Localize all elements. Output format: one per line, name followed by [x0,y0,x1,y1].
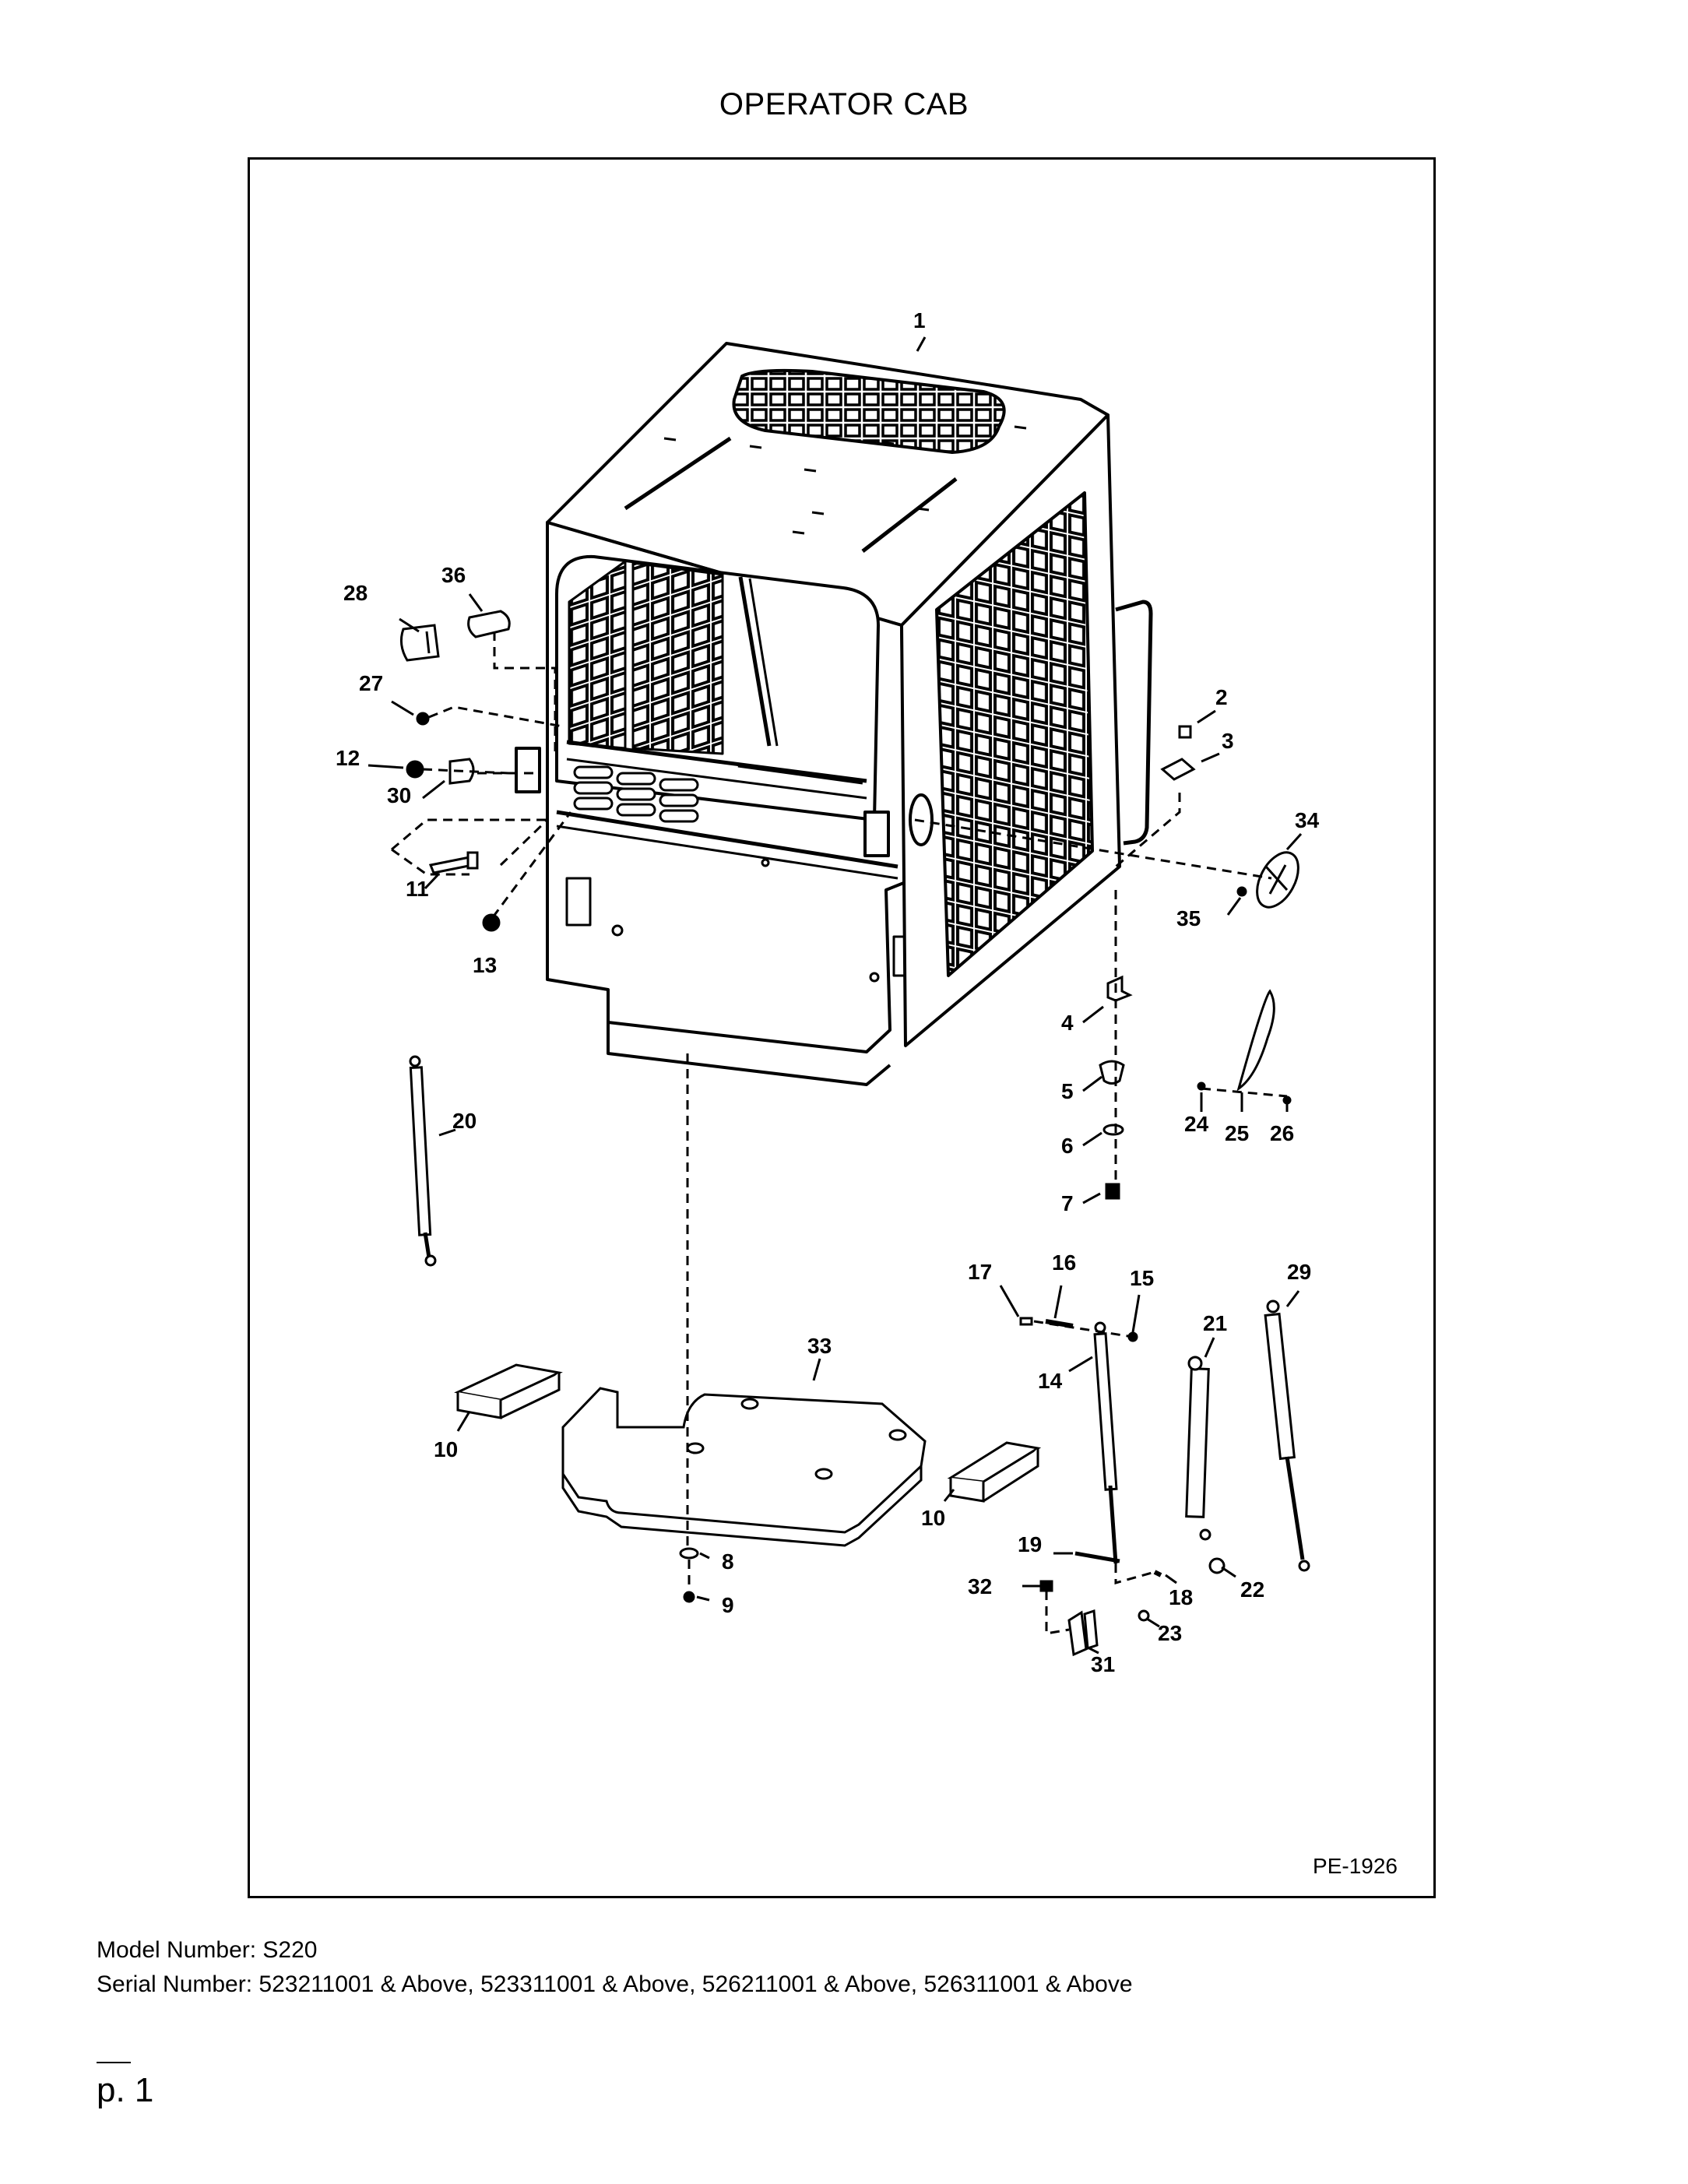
callout-36: 36 [441,563,466,587]
callout-13: 13 [473,953,497,977]
callout-20: 20 [452,1109,477,1133]
callout-23: 23 [1158,1621,1182,1645]
callout-2: 2 [1215,685,1228,709]
callout-30: 30 [387,783,411,807]
callout-26: 26 [1270,1121,1294,1145]
part-16 [1045,1319,1074,1328]
diagram-frame: 1 36 28 27 12 30 11 13 2 3 34 35 4 5 6 7… [248,157,1436,1898]
callout-17: 17 [968,1260,992,1284]
part-14 [1093,1321,1118,1564]
assembly-lines [391,631,1288,1635]
part-5 [1099,1060,1125,1085]
part-6 [1102,1124,1124,1136]
callout-15: 15 [1130,1266,1154,1290]
callout-5: 5 [1061,1079,1074,1103]
callout-9: 9 [722,1593,734,1617]
small-parts [399,610,1310,1657]
callout-3: 3 [1222,729,1234,753]
callout-22: 22 [1240,1577,1264,1602]
part-32 [1039,1580,1053,1592]
part-22 [1208,1557,1226,1574]
part-25 [1236,989,1275,1092]
callout-32: 32 [968,1574,992,1598]
part-28 [399,624,440,662]
part-3 [1160,758,1196,781]
callout-31: 31 [1091,1652,1115,1676]
callout-6: 6 [1061,1134,1074,1158]
part-9 [683,1591,695,1603]
callout-24: 24 [1184,1112,1209,1136]
callout-7: 7 [1061,1191,1074,1215]
part-19 [1074,1551,1120,1563]
serial-number: Serial Number: 523211001 & Above, 523311… [97,1971,1133,1997]
part-17 [1019,1317,1033,1326]
side-screen [935,491,1094,977]
page-title: OPERATOR CAB [719,87,969,121]
drawing-code: PE-1926 [1313,1854,1398,1878]
callout-1: 1 [913,308,926,332]
part-7 [1105,1183,1120,1200]
part-12 [406,760,424,779]
roof-grille [732,368,1006,454]
callout-labels: 1 36 28 27 12 30 11 13 2 3 34 35 4 5 6 7… [336,308,1320,1676]
part-35 [1236,886,1247,897]
callout-28: 28 [343,581,367,605]
model-number: Model Number: S220 [97,1937,318,1963]
part-21 [1185,1356,1211,1541]
callout-10-left: 10 [434,1437,458,1461]
part-11 [428,856,475,874]
callout-34: 34 [1295,808,1320,832]
callout-21: 21 [1203,1311,1227,1335]
part-33 [561,1387,927,1534]
part-26 [1282,1096,1292,1105]
callout-10-right: 10 [921,1506,945,1530]
callout-29: 29 [1287,1260,1311,1284]
part-18 [1153,1570,1162,1577]
callout-11: 11 [406,877,429,901]
part-8 [679,1547,699,1560]
callout-27: 27 [359,671,383,695]
callout-14: 14 [1038,1369,1063,1393]
part-2 [1178,725,1192,739]
page-number-rule [97,2062,131,2063]
callout-8: 8 [722,1549,734,1574]
callout-19: 19 [1018,1532,1042,1556]
part-29 [1264,1299,1310,1572]
operator-cab [515,342,1153,1086]
callout-4: 4 [1061,1011,1074,1035]
part-23 [1138,1609,1150,1622]
leader-lines [367,336,1303,1655]
callout-16: 16 [1052,1250,1076,1275]
part-4 [1106,975,1133,1002]
callout-18: 18 [1169,1585,1193,1609]
part-36 [467,610,511,638]
callout-33: 33 [807,1334,832,1358]
parts-diagram: 1 36 28 27 12 30 11 13 2 3 34 35 4 5 6 7… [336,308,1320,1676]
callout-25: 25 [1225,1121,1249,1145]
page-number: p. 1 [97,2071,154,2109]
callout-35: 35 [1176,906,1201,930]
part-31 [1067,1609,1099,1657]
part-20 [409,1055,437,1267]
callout-12: 12 [336,746,360,770]
part-13 [482,913,501,932]
part-27 [416,712,430,726]
